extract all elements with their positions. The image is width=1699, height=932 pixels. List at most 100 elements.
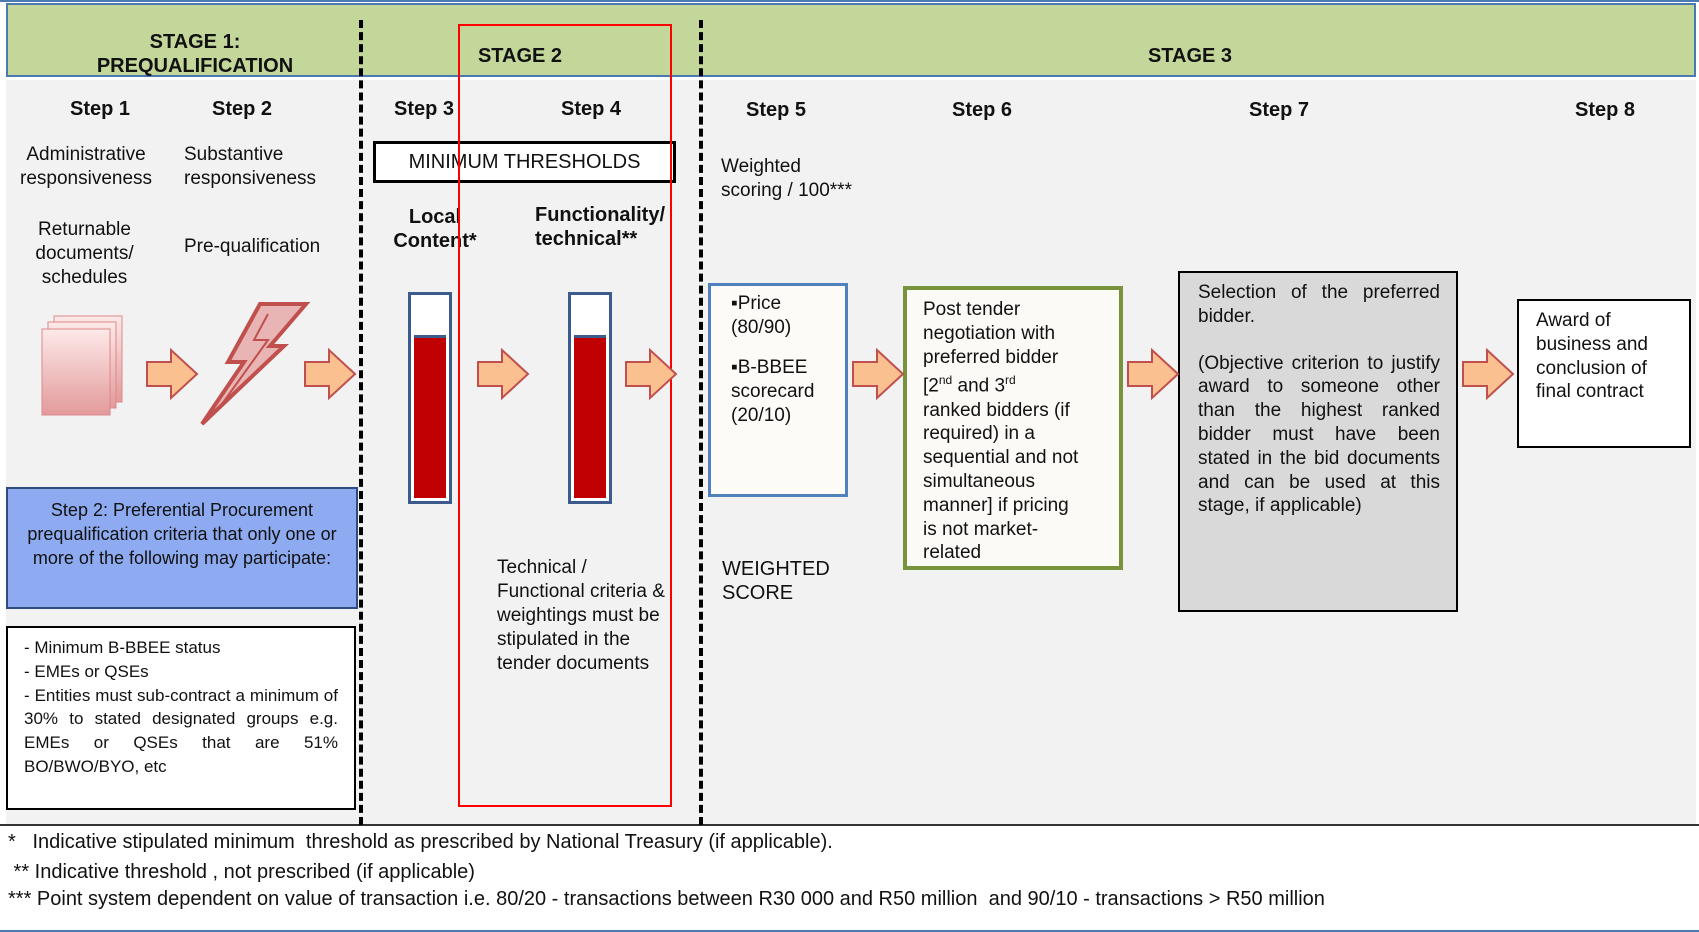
step-1-sub-line-3: schedules — [41, 267, 128, 288]
step6-line-8: simultaneous — [923, 470, 1035, 492]
step-8-label: Step 8 — [1575, 99, 1636, 121]
preferential-procurement-box: Step 2: Preferential Procurement prequal… — [6, 487, 358, 609]
step-1-sub-line-2: documents/ — [35, 243, 134, 264]
bottom-border — [0, 930, 1699, 932]
step-2-subtitle: Pre-qualification — [184, 236, 321, 257]
step-3-label: Step 3 — [394, 98, 455, 120]
step8-line-2: business and — [1536, 333, 1648, 355]
technical-note-line-3: weightings must be — [497, 605, 660, 626]
arrow-right-icon — [304, 347, 357, 401]
step7-paragraph-1: Selection of the preferred bidder. — [1198, 282, 1440, 327]
stage-separator-1 — [359, 20, 363, 825]
arrow-right-icon — [1127, 347, 1180, 401]
step6-line-2: negotiation with — [923, 322, 1056, 344]
preferred-bidder-selection-box: Selection of the preferred bidder. (Obje… — [1178, 271, 1458, 612]
step-2-label: Step 2 — [212, 98, 273, 120]
local-content-line-1: Local — [408, 206, 462, 228]
step6-line-6: required) in a — [923, 423, 1035, 445]
arrow-right-icon — [852, 347, 905, 401]
technical-note-line-1: Technical / — [497, 557, 587, 578]
weighted-score-label: WEIGHTED SCORE — [722, 557, 830, 605]
footnote-3: *** Point system dependent on value of t… — [8, 888, 1325, 910]
bbbee-line-2: scorecard — [731, 381, 815, 402]
documents-icon — [41, 315, 123, 416]
step-1-subtitle: Returnable documents/ schedules — [22, 218, 147, 290]
bbbee-line-1: ▪B-BBEE — [731, 357, 808, 378]
step-5-label: Step 5 — [746, 99, 807, 121]
price-line-2: (80/90) — [731, 317, 792, 338]
step-1-label: Step 1 — [70, 98, 131, 120]
local-content-line-2: Content* — [393, 230, 477, 252]
stage-1-line-1: STAGE 1: — [149, 31, 241, 53]
stage-1-line-2: PREQUALIFICATION — [96, 55, 294, 77]
step6-sup-nd: nd — [938, 373, 953, 388]
step8-line-1: Award of — [1536, 310, 1611, 331]
criteria-item: - EMEs or QSEs — [24, 661, 149, 681]
step7-paragraph-2: (Objective criterion to justify award to… — [1198, 352, 1440, 517]
step-2-title-line-1: Substantive — [184, 144, 284, 165]
local-content-threshold-bar — [408, 292, 452, 504]
arrow-right-icon — [477, 347, 530, 401]
lightning-icon — [200, 302, 311, 426]
step-6-label: Step 6 — [952, 99, 1013, 121]
step-1-sub-line-1: Returnable — [38, 219, 131, 240]
bbbee-line-3: (20/10) — [731, 405, 792, 426]
step6-line-9: manner] if pricing — [923, 494, 1069, 516]
technical-criteria-note: Technical / Functional criteria & weight… — [497, 556, 665, 676]
functionality-line-1: Functionality/ — [535, 204, 665, 226]
technical-note-line-2: Functional criteria & — [497, 581, 665, 602]
stage-2-highlight-frame — [458, 24, 672, 807]
step6-line-4: [2nd and 3rd — [923, 369, 1119, 398]
local-content-label: Local Content* — [385, 205, 485, 253]
functionality-line-2: technical** — [535, 228, 638, 250]
step6-line-1: Post tender — [923, 299, 1021, 320]
weighted-score-line-1: WEIGHTED — [722, 558, 830, 580]
step-7-label: Step 7 — [1249, 99, 1310, 121]
step6-line-4b: and 3 — [952, 375, 1006, 397]
arrow-right-icon — [146, 347, 199, 401]
functionality-threshold-bar — [568, 292, 612, 504]
step6-line-7: sequential and not — [923, 447, 1079, 469]
weighted-scoring-line-2: scoring / 100*** — [721, 180, 852, 201]
step-1-title: Administrative responsiveness — [20, 143, 152, 191]
step-1-title-line-1: Administrative — [26, 144, 146, 165]
step6-line-11: related — [923, 542, 982, 564]
step6-sup-rd: rd — [1005, 373, 1016, 388]
arrow-right-icon — [1462, 347, 1515, 401]
arrow-right-icon — [625, 347, 678, 401]
step8-line-4: final contract — [1536, 381, 1644, 403]
criteria-item: - Minimum B-BBEE status — [24, 638, 221, 657]
step-4-label: Step 4 — [561, 98, 622, 120]
post-tender-negotiation-box: Post tender negotiation with preferred b… — [903, 286, 1123, 570]
prequalification-criteria-list: - Minimum B-BBEE status - EMEs or QSEs -… — [6, 626, 356, 810]
price-line-1: ▪Price — [731, 293, 782, 314]
minimum-thresholds-box: MINIMUM THRESHOLDS — [373, 141, 676, 183]
technical-note-line-4: stipulated in the — [497, 629, 631, 650]
step6-line-10: is not market- — [923, 518, 1039, 540]
stage-header-band — [6, 3, 1696, 77]
step8-line-3: conclusion of — [1536, 357, 1647, 379]
step6-line-3: preferred bidder — [923, 346, 1059, 368]
step6-line-5: ranked bidders (if — [923, 399, 1070, 421]
weighted-scoring-line-1: Weighted — [721, 156, 801, 177]
technical-note-line-5: tender documents — [497, 653, 650, 674]
top-border — [0, 0, 1699, 2]
footnote-1: * Indicative stipulated minimum threshol… — [8, 831, 833, 853]
footnotes-area — [0, 825, 1699, 932]
step-1-title-line-2: responsiveness — [20, 168, 153, 189]
weighted-score-line-2: SCORE — [722, 582, 794, 604]
stage-3-title: STAGE 3 — [1147, 45, 1233, 67]
functionality-label: Functionality/ technical** — [535, 203, 665, 251]
weighted-scoring-title: Weighted scoring / 100*** — [721, 155, 852, 203]
stage-2-title: STAGE 2 — [477, 45, 563, 67]
criteria-item: - Entities must sub-contract a minimum o… — [24, 685, 338, 776]
stage-1-title: STAGE 1: PREQUALIFICATION — [60, 30, 330, 78]
award-contract-box: Award of business and conclusion of fina… — [1517, 299, 1691, 448]
price-bbbee-box: ▪Price (80/90) ▪B-BBEE scorecard (20/10) — [708, 283, 848, 497]
step6-line-4a: [2 — [923, 375, 939, 397]
step-2-title: Substantive responsiveness — [184, 143, 316, 191]
footer-divider — [0, 824, 1699, 826]
step-2-title-line-2: responsiveness — [184, 168, 317, 189]
stage-separator-2 — [699, 20, 703, 825]
